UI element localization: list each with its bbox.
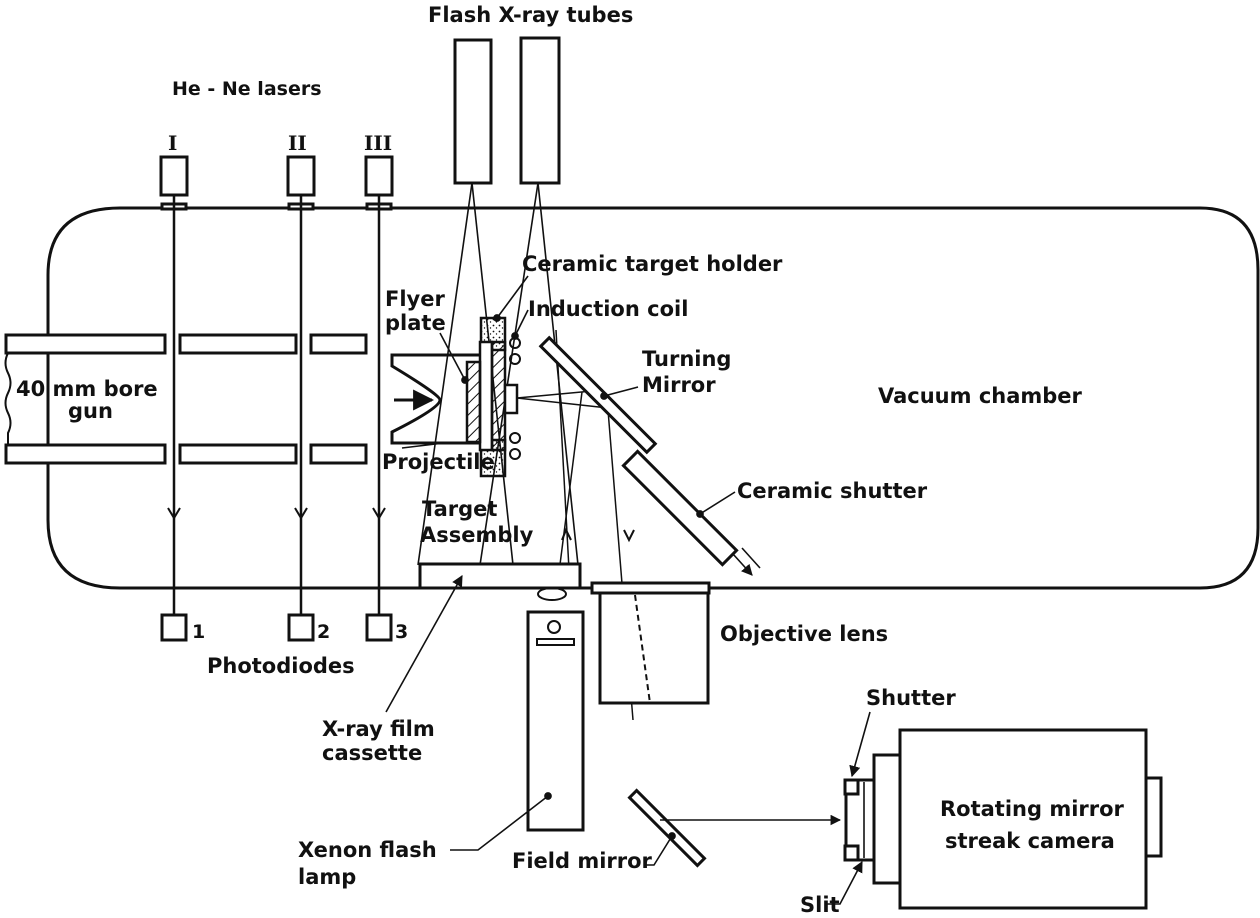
label-target-assembly-line1: Target [422,497,497,521]
projectile [390,353,480,445]
label-xenon-line1: Xenon flash [298,838,437,862]
label-xenon-line2: lamp [298,865,356,889]
label-xray-film-line2: cassette [322,741,422,765]
label-flyer-plate-line2: plate [385,311,446,335]
label-camera-line1: Rotating mirror [940,797,1125,821]
label-vacuum-chamber: Vacuum chamber [878,384,1083,408]
photodiode-number-2: 2 [317,621,330,643]
label-projectile: Projectile [382,450,495,474]
label-flash-xray-tubes: Flash X-ray tubes [428,3,633,27]
label-gun-line1: 40 mm bore [16,377,158,401]
flyer-plate [465,360,482,444]
laser-numeral-3: III [364,131,392,155]
photodiode-number-3: 3 [395,621,408,643]
label-slit: Slit [800,893,840,917]
label-ceramic-shutter: Ceramic shutter [737,479,928,503]
photodiode-1: 1 [160,613,205,643]
label-turning-mirror-line2: Mirror [642,373,716,397]
xray-film-cassette [418,562,582,590]
xenon-flash-lamp [526,610,585,832]
ceramic-shutter [621,449,739,567]
target-assembly [465,316,521,478]
xray-tube-2 [519,36,561,185]
field-mirror [627,788,707,868]
xray-tube-1 [453,38,493,185]
he-ne-laser-3: III [364,131,394,211]
label-xray-film-line1: X-ray film [322,717,435,741]
photodiode-2: 2 [287,613,330,643]
label-photodiodes: Photodiodes [207,654,355,678]
label-gun-line2: gun [68,399,113,423]
photodiode-3: 3 [365,613,408,643]
vacuum-chamber-outline [46,206,1260,590]
label-objective-lens: Objective lens [720,622,888,646]
objective-lens [598,591,710,705]
label-he-ne-lasers: He - Ne lasers [172,78,322,100]
streak-camera [843,728,1163,910]
label-turning-mirror-line1: Turning [642,347,731,371]
laser-numeral-1: I [168,131,177,155]
gun-barrel [4,333,368,465]
label-field-mirror: Field mirror [512,849,653,873]
label-target-assembly-line2: Assembly [420,523,534,547]
label-induction-coil: Induction coil [528,297,688,321]
label-shutter: Shutter [866,686,956,710]
label-camera-line2: streak camera [945,829,1115,853]
label-flyer-plate-line1: Flyer [385,287,445,311]
turning-mirror [538,335,658,455]
photodiode-number-1: 1 [192,621,205,643]
laser-numeral-2: II [288,131,307,155]
label-ceramic-target-holder: Ceramic target holder [522,252,783,276]
